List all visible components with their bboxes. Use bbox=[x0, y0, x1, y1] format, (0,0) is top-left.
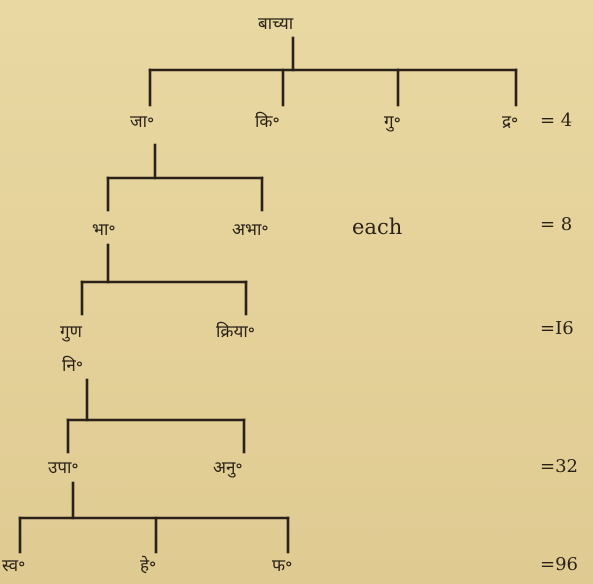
level2-node-2: अभा॰ bbox=[232, 220, 269, 240]
level5-node-2: हे॰ bbox=[140, 556, 157, 576]
count-level3: =I6 bbox=[540, 318, 574, 339]
level3-node-1: गुण bbox=[60, 322, 82, 342]
level1-node-1: जा॰ bbox=[130, 112, 155, 132]
count-level1: = 4 bbox=[540, 110, 573, 131]
level1-node-2: कि॰ bbox=[255, 112, 280, 132]
level1-node-3: गु॰ bbox=[384, 112, 401, 132]
level2-note: each bbox=[352, 215, 403, 239]
level3-node-1-line2: नि॰ bbox=[62, 356, 84, 376]
count-level2: = 8 bbox=[540, 214, 573, 235]
level5-node-1: स्व॰ bbox=[2, 556, 26, 576]
level5-node-3: फ॰ bbox=[272, 556, 293, 576]
count-level4: =32 bbox=[540, 456, 578, 477]
count-level5: =96 bbox=[540, 554, 578, 575]
root-node-label: बाच्या bbox=[258, 14, 294, 34]
level4-node-2: अनु॰ bbox=[213, 458, 243, 478]
level1-node-4: द्र॰ bbox=[502, 112, 519, 132]
level2-node-1: भा॰ bbox=[92, 220, 116, 240]
level4-node-1: उपा॰ bbox=[48, 458, 79, 478]
level3-node-2: क्रिया॰ bbox=[216, 322, 255, 342]
